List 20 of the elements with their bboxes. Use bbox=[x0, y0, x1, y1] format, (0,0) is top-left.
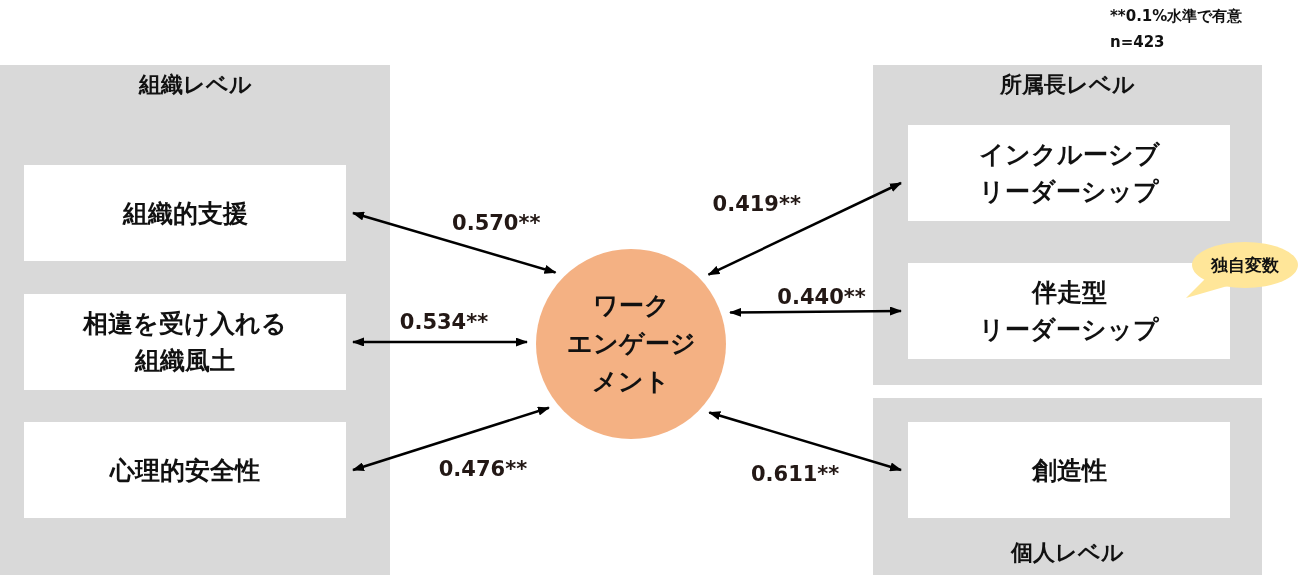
level-panel bbox=[873, 65, 1262, 385]
factor-box: 心理的安全性 bbox=[24, 422, 346, 518]
double-arrow bbox=[352, 406, 550, 472]
factor-box: 相違を受け入れる組織風土 bbox=[24, 294, 346, 390]
factor-box: 創造性 bbox=[908, 422, 1230, 518]
double-arrow bbox=[707, 181, 902, 276]
double-arrow bbox=[729, 306, 902, 317]
panel-heading: 個人レベル bbox=[1011, 540, 1124, 566]
engagement-circle: ワークエンゲージメント bbox=[536, 249, 726, 439]
factor-box: インクルーシブリーダーシップ bbox=[908, 125, 1230, 221]
note-text: **0.1%水準で有意 bbox=[1110, 6, 1243, 26]
double-arrow bbox=[708, 411, 902, 472]
double-arrow bbox=[352, 211, 557, 274]
double-arrow bbox=[352, 337, 528, 347]
panel-heading: 所属長レベル bbox=[1000, 72, 1135, 98]
note-text: n=423 bbox=[1110, 32, 1165, 52]
panel-heading: 組織レベル bbox=[138, 72, 252, 98]
level-panel bbox=[0, 65, 390, 575]
factor-box: 組織的支援 bbox=[24, 165, 346, 261]
level-panel bbox=[873, 398, 1262, 575]
